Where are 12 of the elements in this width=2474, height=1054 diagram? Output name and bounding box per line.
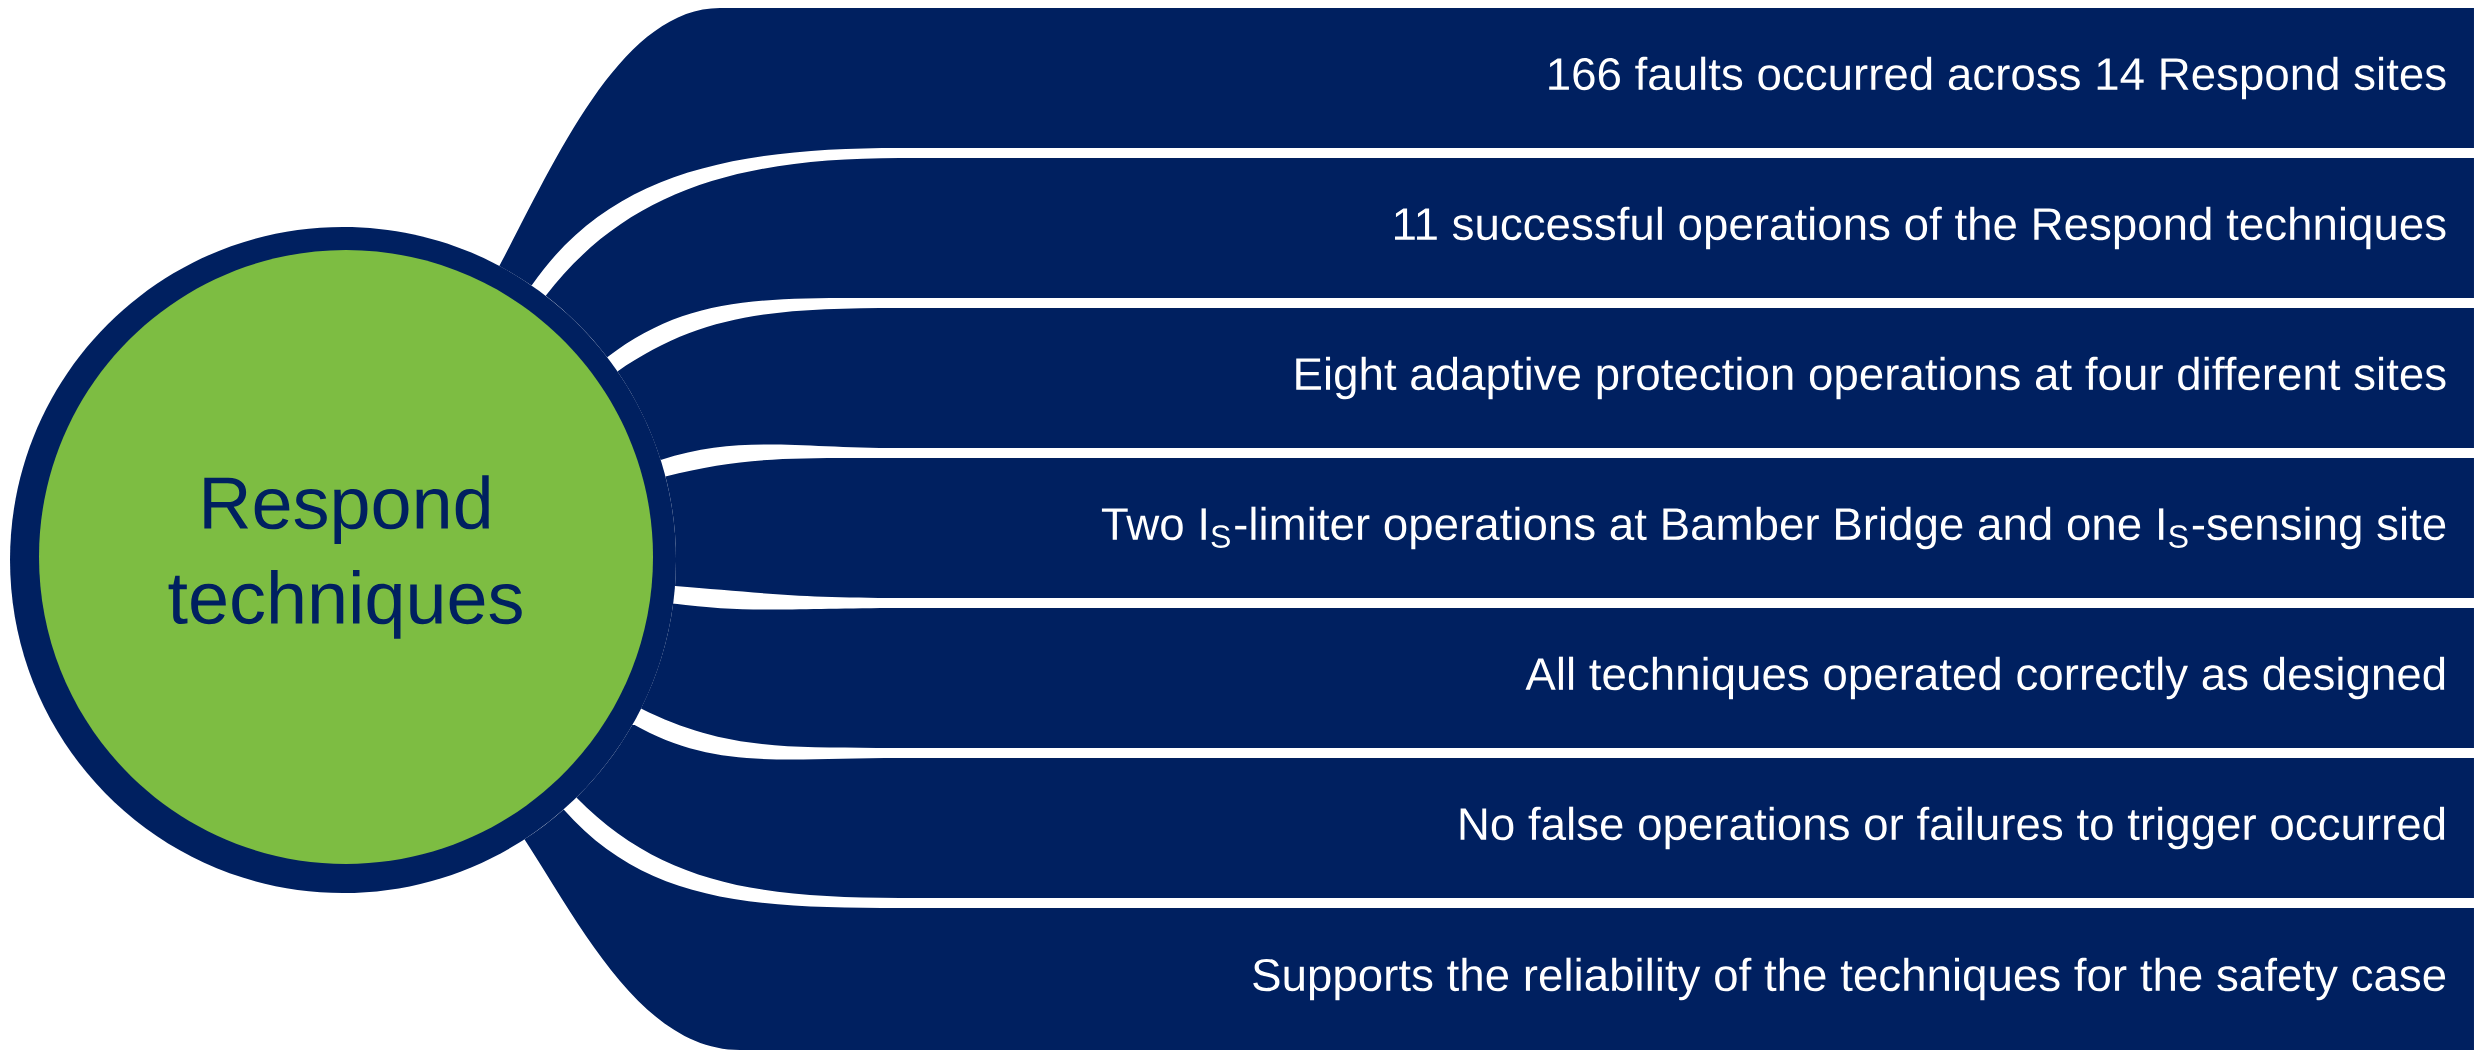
- node-label: 166 faults occurred across 14 Respond sites: [1549, 56, 2446, 100]
- node-label: Respond techniques: [168, 475, 522, 639]
- band: All techniques operated correctly as designed: [641, 603, 2474, 748]
- band: Eight adaptive protection operations at four different sites: [617, 307, 2474, 460]
- node-label: Eight adaptive protection operations at four different sites: [1296, 356, 2446, 400]
- band: No false operations or failures to trigger occurred: [576, 723, 2474, 898]
- node-label: Supports the reliability of the techniques for the safety case: [1253, 957, 2446, 1001]
- node-label: 11 successful operations of the Respond techniques: [1395, 206, 2446, 250]
- node-label: No false operations or failures to trigger occurred: [1460, 806, 2445, 850]
- node-label: All techniques operated correctly as designed: [1525, 656, 2445, 700]
- band: Two I$_{S}$-limiter operations at Bamber Bridge and one I$_{S}$-sensing site: [665, 457, 2474, 598]
- node-label: Two I$_{S}$-limiter operations at Bamber Bridge and one I$_{S}$-sensing site: [1101, 506, 2446, 550]
